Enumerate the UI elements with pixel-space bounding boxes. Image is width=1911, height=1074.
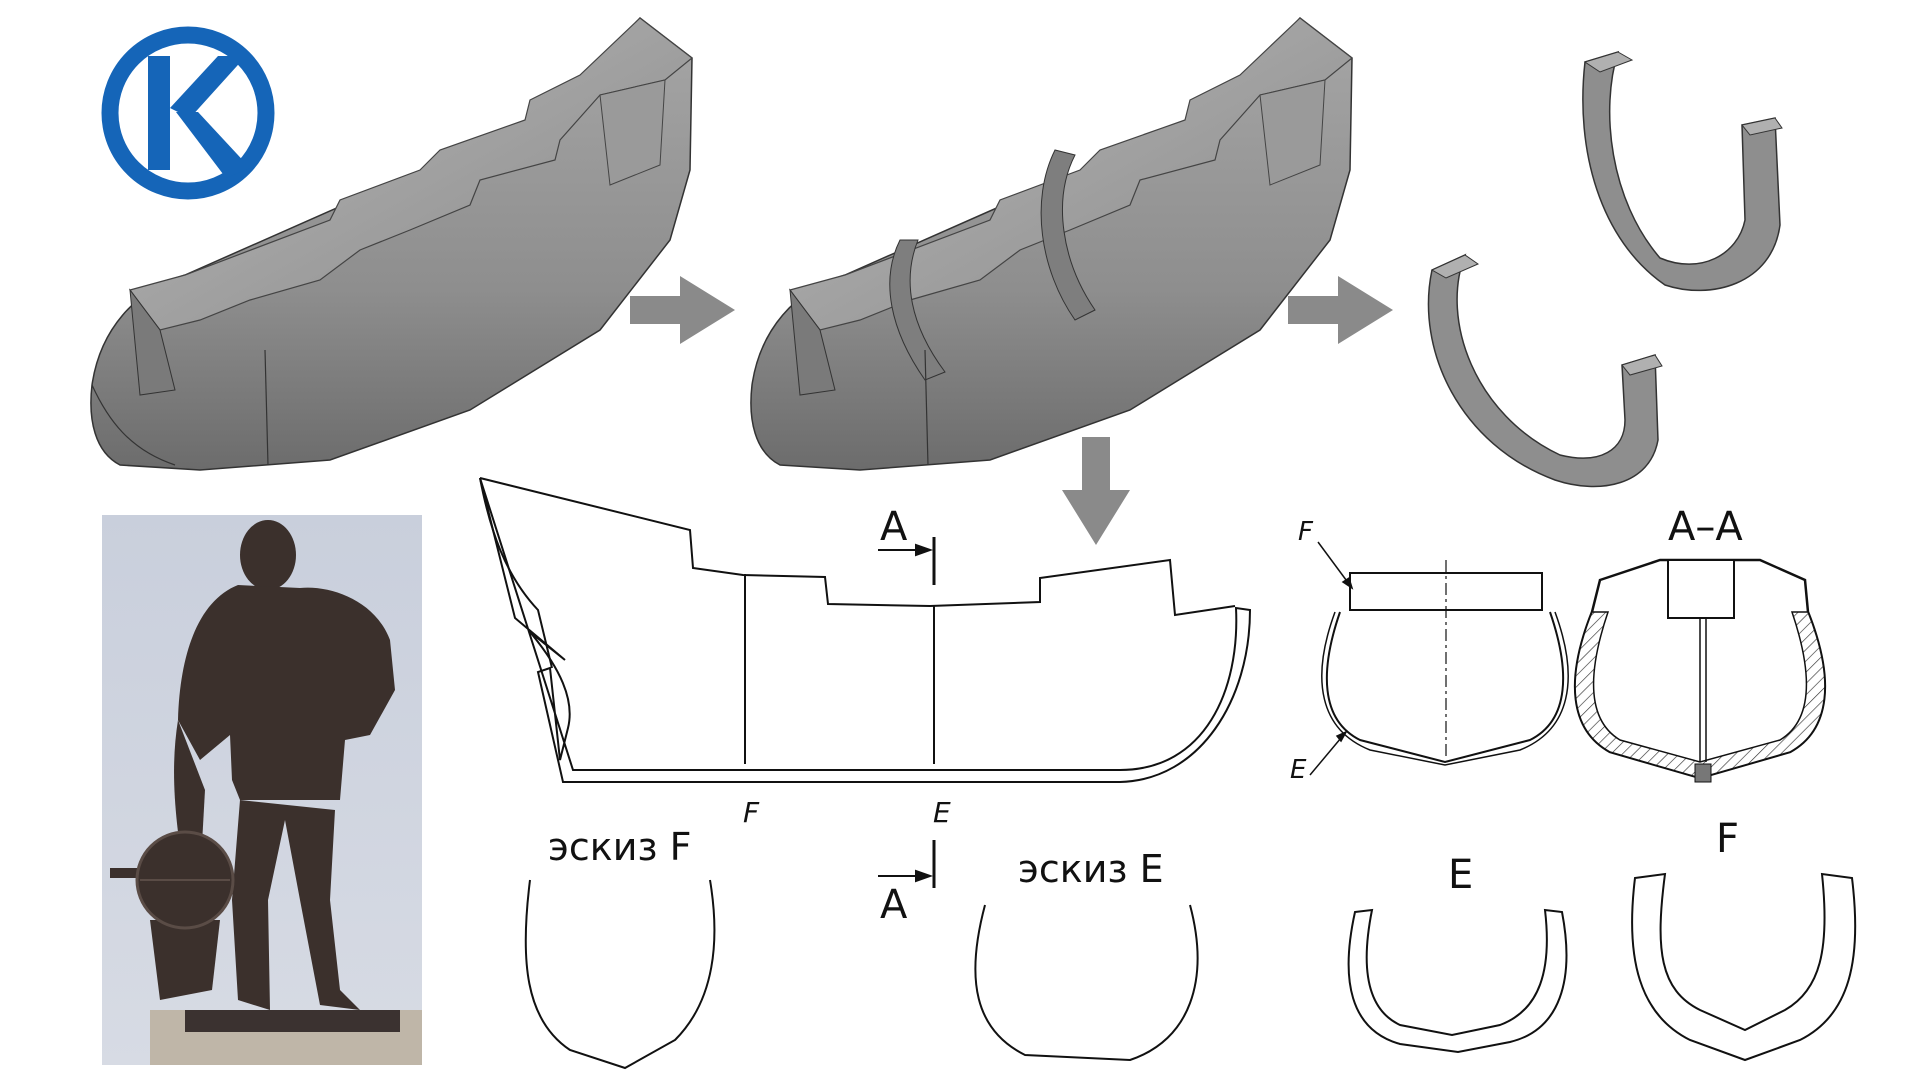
station-e-label: E: [933, 796, 951, 829]
frame-model-lower: [1427, 253, 1663, 488]
section-aa-title: A–A: [1668, 504, 1743, 550]
frame-e-outline: [1347, 908, 1568, 1054]
sketch-f-outline: [524, 879, 716, 1070]
hull-model-1: [90, 16, 693, 471]
section-a-label-top: A: [880, 504, 908, 550]
section-a-label-bottom: A: [880, 882, 908, 928]
arrow-right-icon: [1288, 276, 1393, 344]
hull-model-2: [750, 16, 1353, 471]
leader-f: [1317, 541, 1354, 590]
arrow-right-icon: [630, 276, 735, 344]
section-marker-top: [878, 537, 936, 585]
frame-model-upper: [1582, 50, 1783, 292]
frame-overlay-drawing: [1321, 560, 1569, 766]
statue-photo: [102, 515, 422, 1065]
sketch-f-caption: эскиз F: [548, 825, 692, 869]
leader-e: [1309, 730, 1348, 776]
sketch-e-outline: [974, 904, 1199, 1062]
sketch-e-caption: эскиз E: [1018, 847, 1164, 891]
station-f-label: F: [743, 796, 760, 829]
arrow-down-icon: [1062, 437, 1130, 545]
logo-ring: [101, 26, 275, 200]
side-view-drawing: [479, 477, 1252, 783]
overlay-label-f: F: [1298, 517, 1314, 547]
frame-f-title: F: [1716, 816, 1739, 862]
overlay-label-e: E: [1290, 755, 1307, 785]
logo-k-icon: [148, 56, 250, 178]
frame-e-title: E: [1448, 852, 1473, 898]
section-marker-bottom: [878, 840, 936, 888]
section-aa-drawing: [1573, 558, 1827, 783]
frame-f-outline: [1631, 872, 1857, 1062]
logo: [101, 26, 275, 200]
